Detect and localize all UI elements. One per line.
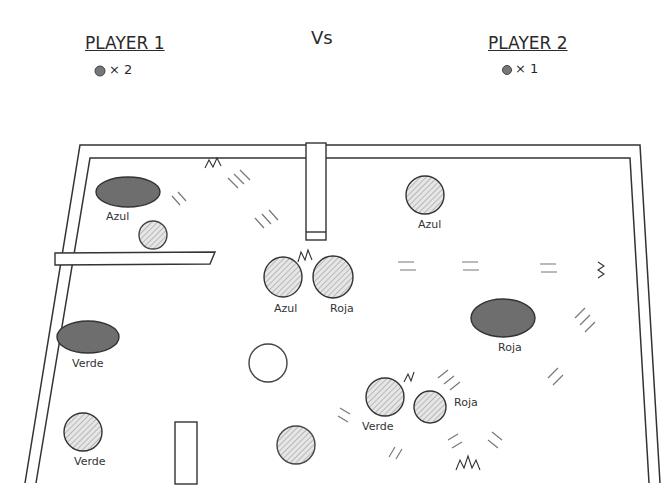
ball-shape xyxy=(95,176,161,208)
plain-balls xyxy=(139,221,315,464)
motion-lines xyxy=(172,170,595,459)
lives-count: × 2 xyxy=(109,63,132,77)
versus-label: Vs xyxy=(311,28,333,48)
ball-label: Azul xyxy=(106,211,129,223)
dark-ball: Roja xyxy=(470,298,536,338)
ball-label: Verde xyxy=(362,421,394,433)
ball-label: Azul xyxy=(274,303,297,315)
impact-sparks xyxy=(205,158,604,470)
ball-label: Roja xyxy=(498,342,522,354)
ball-outline xyxy=(64,413,102,451)
ball-outline xyxy=(57,321,119,353)
lives-dots xyxy=(95,66,512,77)
ball-label: Verde xyxy=(74,456,106,468)
ball-label: Verde xyxy=(72,358,104,370)
ball-outline xyxy=(414,391,446,423)
hatched-ball: Verde xyxy=(365,377,405,417)
ball-outline xyxy=(96,177,160,207)
ball-shape xyxy=(56,320,120,354)
ball-outline xyxy=(313,256,353,298)
dark-ball: Verde xyxy=(56,320,120,354)
ball-outline xyxy=(366,378,404,416)
hatched-ball: Azul xyxy=(405,175,445,215)
ball-label: Azul xyxy=(418,219,441,231)
hatched-ball: Roja xyxy=(413,390,447,424)
ball-shape xyxy=(413,390,447,424)
ball-outline xyxy=(264,257,302,297)
player-heading: PLAYER 2 xyxy=(488,34,568,53)
hatched-ball: Roja xyxy=(312,255,354,299)
ball-label: Roja xyxy=(330,303,354,315)
ball-shape xyxy=(63,412,103,452)
lives-count: × 1 xyxy=(515,62,538,76)
dark-ball: Azul xyxy=(95,176,161,208)
ball-outline xyxy=(406,176,444,214)
ball-shape xyxy=(312,255,354,299)
arena-border xyxy=(25,145,660,483)
hatched-ball: Verde xyxy=(63,412,103,452)
player-heading: PLAYER 1 xyxy=(85,34,165,53)
ball-outline xyxy=(471,299,535,337)
ball-label: Roja xyxy=(454,397,478,409)
arena-walls xyxy=(55,143,326,484)
ball-shape xyxy=(365,377,405,417)
hatched-ball: Azul xyxy=(263,256,303,298)
ball-shape xyxy=(263,256,303,298)
ball-shape xyxy=(405,175,445,215)
ball-shape xyxy=(470,298,536,338)
